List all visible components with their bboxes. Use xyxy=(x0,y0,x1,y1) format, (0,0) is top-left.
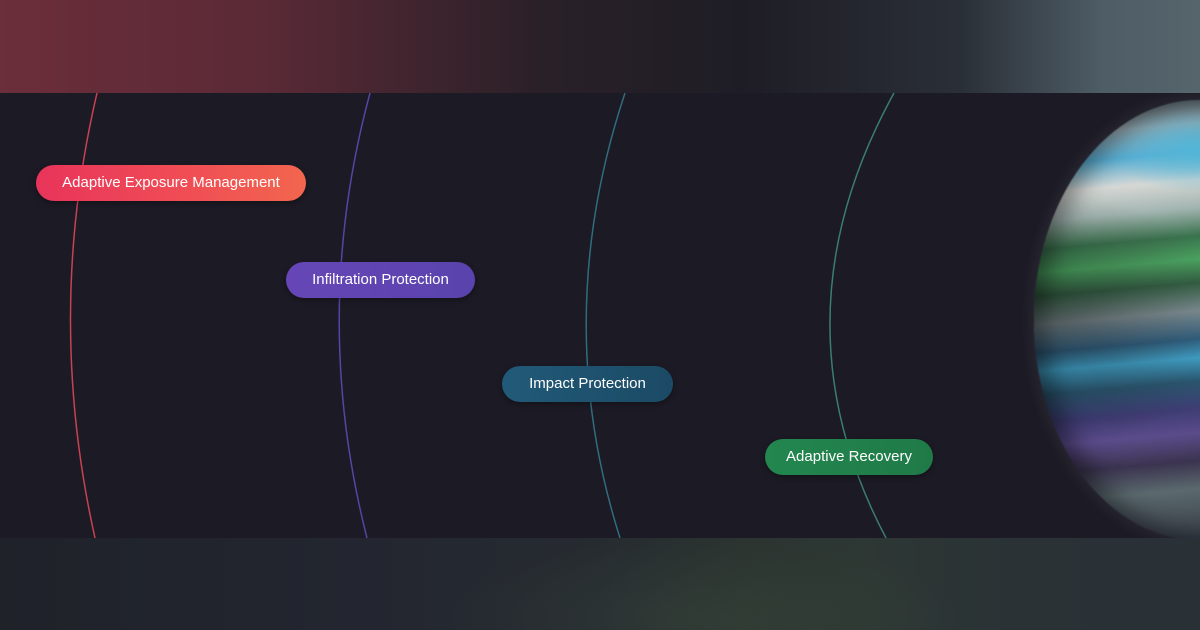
orbit-line-teal xyxy=(585,93,626,538)
stage-pill-label: Adaptive Exposure Management xyxy=(62,174,280,191)
stage-pill-adaptive-recovery: Adaptive Recovery xyxy=(765,439,933,475)
orbit-lines xyxy=(69,93,895,538)
stage-pill-adaptive-exposure-management: Adaptive Exposure Management xyxy=(36,165,306,201)
orbit-line-red xyxy=(69,93,98,538)
stage-pill-impact-protection: Impact Protection xyxy=(502,366,673,402)
stage-pill-infiltration-protection: Infiltration Protection xyxy=(286,262,475,298)
bottom-gradient-band xyxy=(0,538,1200,630)
top-gradient-band xyxy=(0,0,1200,93)
stage-pill-label: Adaptive Recovery xyxy=(786,448,912,465)
stage-pill-label: Impact Protection xyxy=(529,375,646,392)
stage-pill-label: Infiltration Protection xyxy=(312,271,449,288)
orbit-line-sea xyxy=(829,93,895,538)
orbit-line-purple xyxy=(338,93,371,538)
